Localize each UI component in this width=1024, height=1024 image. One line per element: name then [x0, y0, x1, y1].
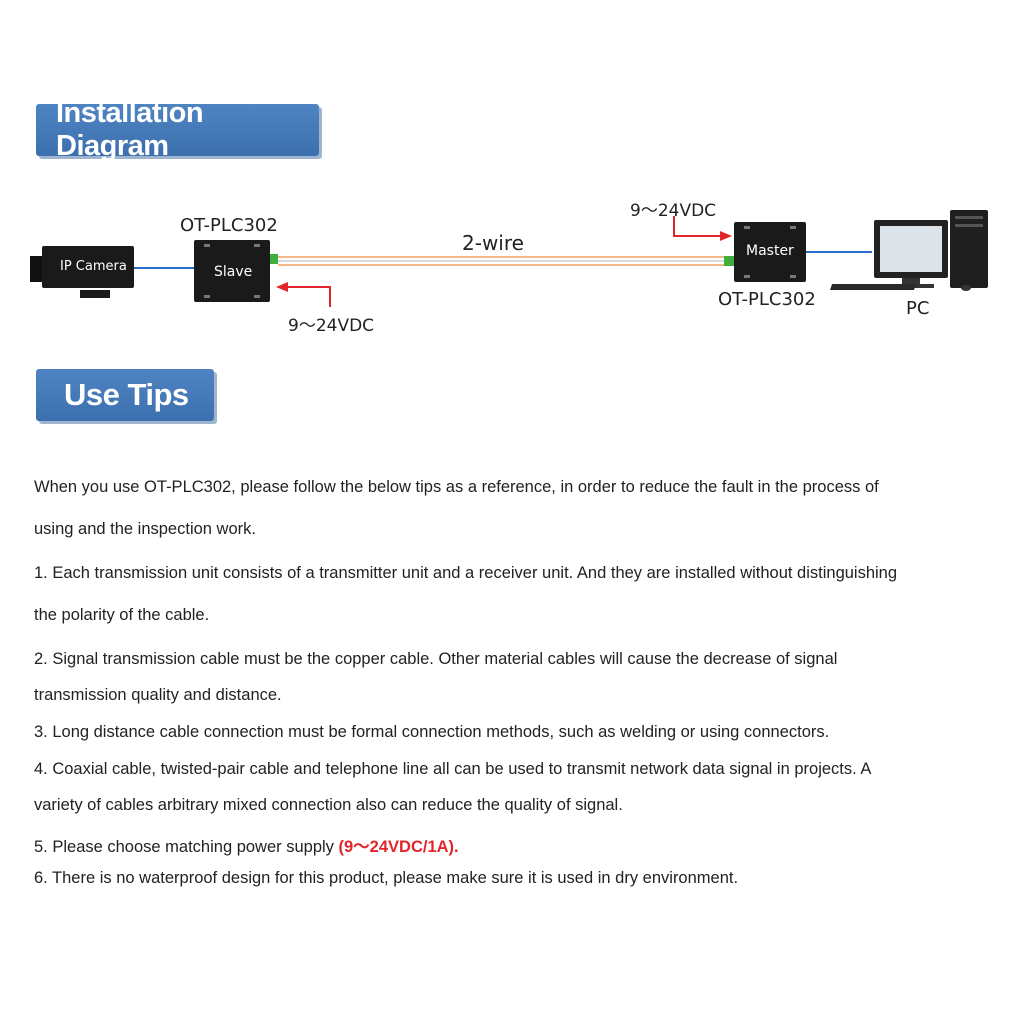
wire-label: 2-wire — [462, 231, 524, 255]
installation-diagram: IP Camera OT-PLC302 Slave 9～24VDC 2-wire… — [0, 180, 1024, 340]
slave-power-arrow — [276, 282, 331, 307]
diagram-graphic — [30, 210, 988, 307]
master-power-arrow — [673, 216, 732, 241]
use-tips-heading: Use Tips — [36, 369, 214, 421]
tip-2-line-1: 2. Signal transmission cable must be the… — [34, 650, 838, 668]
pc-label: PC — [906, 298, 930, 319]
intro-line-1: When you use OT-PLC302, please follow th… — [34, 478, 879, 496]
tip-6: 6. There is no waterproof design for thi… — [34, 869, 739, 887]
master-label: Master — [746, 243, 794, 259]
tip-4-line-2: variety of cables arbitrary mixed connec… — [34, 796, 623, 814]
installation-diagram-heading: Installation Diagram — [36, 97, 319, 162]
slave-device-icon — [194, 240, 278, 302]
master-power-label: 9～24VDC — [630, 201, 717, 221]
tip-2-line-2: transmission quality and distance. — [34, 686, 282, 704]
tip-1-line-2: the polarity of the cable. — [34, 606, 210, 624]
slave-label: Slave — [214, 264, 253, 280]
slave-model-label: OT-PLC302 — [180, 215, 278, 236]
tip-5-text: 5. Please choose matching power supply — [34, 838, 339, 856]
tip-5: 5. Please choose matching power supply (… — [34, 833, 459, 857]
ip-camera-icon — [30, 246, 134, 298]
slave-power-label: 9～24VDC — [288, 316, 375, 336]
tip-4-line-1: 4. Coaxial cable, twisted-pair cable and… — [34, 760, 872, 778]
tip-5-highlight: (9～24VDC/1A). — [338, 838, 459, 856]
tip-1-line-1: 1. Each transmission unit consists of a … — [34, 564, 898, 582]
intro-line-2: using and the inspection work. — [34, 520, 256, 538]
pc-icon — [829, 210, 988, 291]
camera-label: IP Camera — [60, 259, 127, 274]
tip-3: 3. Long distance cable connection must b… — [34, 723, 830, 741]
master-device-icon — [724, 222, 806, 282]
two-wire-cable — [278, 256, 724, 266]
master-model-label: OT-PLC302 — [718, 289, 816, 310]
